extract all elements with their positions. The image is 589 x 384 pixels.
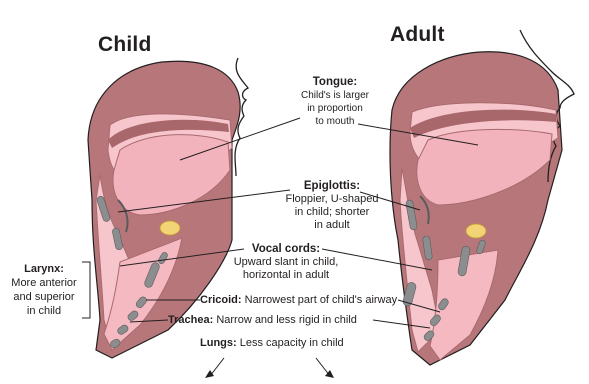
epiglottis-title: Epiglottis: [304, 180, 360, 192]
lungs-arrowhead-left [205, 370, 214, 378]
vocal-cords-label: Vocal cords: Upward slant in child, hori… [206, 243, 366, 282]
adult-hyoid [466, 224, 486, 238]
lungs-label: Lungs: Less capacity in child [200, 337, 380, 350]
larynx-title: Larynx: [24, 263, 64, 275]
child-title: Child [98, 33, 152, 57]
child-head [88, 58, 248, 358]
tongue-line-1: Child's is larger [301, 90, 369, 101]
trachea-text: Narrow and less rigid in child [216, 314, 357, 326]
epiglottis-label: Epiglottis: Floppier, U-shaped in child;… [268, 180, 396, 232]
larynx-line-2: and superior [13, 291, 74, 303]
lungs-text: Less capacity in child [240, 337, 344, 349]
tongue-line-3: to mouth [316, 116, 355, 127]
adult-title: Adult [390, 23, 445, 47]
vocal-cords-line-2: horizontal in adult [243, 269, 329, 281]
larynx-line-1: More anterior [11, 277, 76, 289]
vocal-cords-line-1: Upward slant in child, [234, 256, 339, 268]
trachea-title: Trachea: [168, 314, 213, 326]
cricoid-title: Cricoid: [200, 294, 242, 306]
tongue-line-2: in proportion [307, 103, 363, 114]
lungs-title: Lungs: [200, 337, 237, 349]
adult-head [390, 30, 574, 365]
epiglottis-line-2: in child; shorter [295, 206, 370, 218]
larynx-line-3: in child [27, 305, 61, 317]
epiglottis-line-3: in adult [314, 219, 349, 231]
vocal-cords-title: Vocal cords: [252, 243, 320, 255]
tongue-title: Tongue: [313, 76, 358, 88]
larynx-label: Larynx: More anterior and superior in ch… [10, 262, 78, 318]
child-hyoid [160, 221, 180, 235]
tongue-label: Tongue: Child's is larger in proportion … [270, 76, 400, 128]
larynx-bracket [82, 262, 90, 318]
cricoid-text: Narrowest part of child's airway [245, 294, 398, 306]
epiglottis-line-1: Floppier, U-shaped [286, 193, 379, 205]
trachea-label: Trachea: Narrow and less rigid in child [168, 314, 374, 327]
cricoid-label: Cricoid: Narrowest part of child's airwa… [200, 294, 400, 307]
